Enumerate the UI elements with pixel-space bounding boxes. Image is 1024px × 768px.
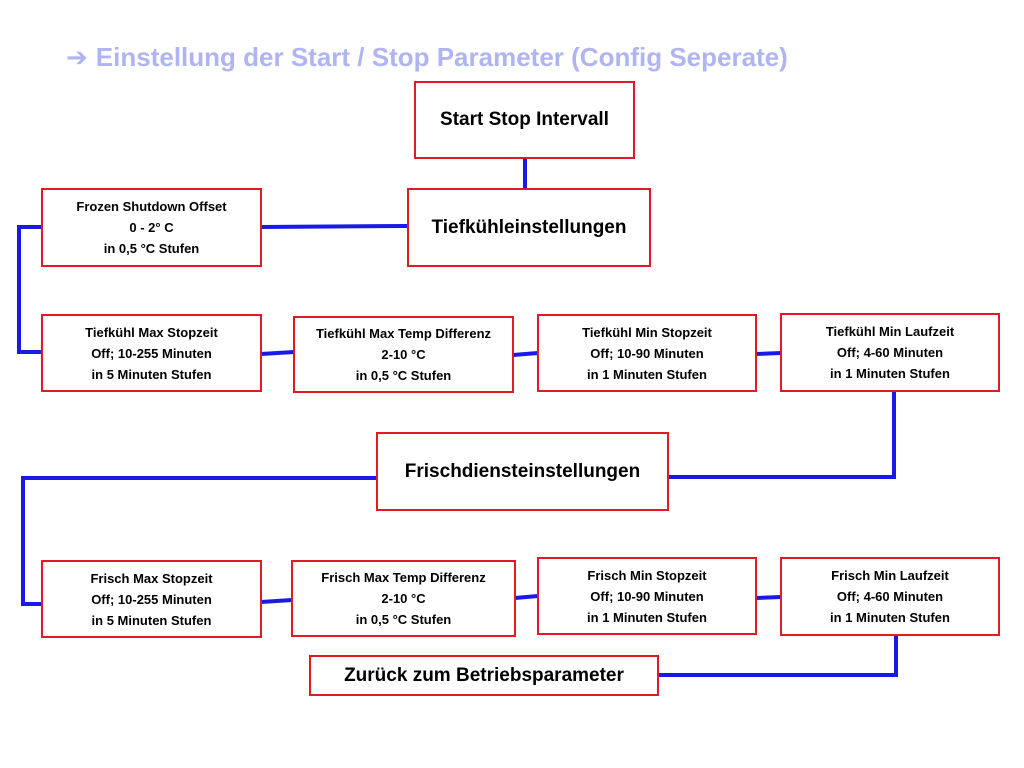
tk-min-stopzeit-box[interactable]: Tiefkühl Min Stopzeit Off; 10-90 Minuten… — [537, 314, 757, 392]
connector-tk-temp-to-tk-min-stop — [512, 351, 539, 357]
fr-min-stopzeit-line-1: Frisch Min Stopzeit — [587, 567, 707, 583]
fr-min-stopzeit-line-3: in 1 Minuten Stufen — [587, 609, 707, 625]
frozen-offset-line-2: 0 - 2° C — [129, 220, 174, 235]
frozen-offset-line-3: in 0,5 °C Stufen — [103, 241, 200, 256]
fr-min-laufzeit-line-1: Frisch Min Laufzeit — [831, 568, 949, 583]
connector-fr-temp-to-fr-min-stop — [514, 594, 539, 600]
connector-offset-to-tiefkuehl — [260, 224, 409, 229]
start-stop-intervall-label: Start Stop Intervall — [440, 109, 609, 130]
connector-fr-laufzeit-to-zurueck — [658, 635, 898, 677]
arrow-right-icon: ➔ — [66, 42, 88, 72]
frischdiensteinstellungen-box[interactable]: Frischdiensteinstellungen — [376, 432, 669, 511]
tk-min-stopzeit-line-2: Off; 10-90 Minuten — [590, 345, 704, 361]
tk-max-stopzeit-line-3: in 5 Minuten Stufen — [91, 366, 212, 382]
tk-min-stopzeit-line-1: Tiefkühl Min Stopzeit — [582, 324, 712, 340]
start-stop-intervall-box[interactable]: Start Stop Intervall — [414, 81, 635, 159]
page-title: ➔Einstellung der Start / Stop Parameter … — [66, 40, 788, 74]
tk-max-temp-differenz-box[interactable]: Tiefkühl Max Temp Differenz 2-10 °C in 0… — [293, 316, 514, 393]
fr-min-laufzeit-line-2: Off; 4-60 Minuten — [836, 589, 944, 604]
tiefkuehleinstellungen-label: Tiefkühleinstellungen — [431, 216, 627, 238]
connector-offset-to-tk-max-stopzeit — [17, 225, 41, 354]
fr-max-temp-differenz-box[interactable]: Frisch Max Temp Differenz 2-10 °C in 0,5… — [291, 560, 516, 637]
fr-max-stopzeit-line-3: in 5 Minuten Stufen — [91, 612, 212, 628]
connector-tk-stopzeit-to-tk-temp — [260, 350, 295, 356]
fr-max-temp-line-1: Frisch Max Temp Differenz — [321, 570, 486, 585]
tk-min-laufzeit-line-1: Tiefkühl Min Laufzeit — [825, 324, 955, 339]
tk-max-stopzeit-line-1: Tiefkühl Max Stopzeit — [85, 324, 218, 340]
fr-min-laufzeit-line-3: in 1 Minuten Stufen — [830, 610, 950, 625]
tk-min-stopzeit-line-3: in 1 Minuten Stufen — [587, 366, 707, 382]
fr-max-stopzeit-line-2: Off; 10-255 Minuten — [91, 591, 212, 607]
fr-max-stopzeit-line-1: Frisch Max Stopzeit — [90, 570, 213, 586]
connector-fr-stopzeit-to-fr-temp — [260, 598, 293, 604]
tk-max-stopzeit-line-2: Off; 10-255 Minuten — [91, 345, 212, 361]
tk-max-temp-line-2: 2-10 °C — [381, 347, 426, 362]
fr-min-stopzeit-box[interactable]: Frisch Min Stopzeit Off; 10-90 Minuten i… — [537, 557, 757, 635]
connector-frischdienst-to-fr-max-stopzeit — [21, 476, 377, 606]
frozen-offset-line-1: Frozen Shutdown Offset — [76, 199, 227, 214]
connector-tk-min-stop-to-tk-laufzeit — [755, 351, 782, 356]
tk-max-stopzeit-box[interactable]: Tiefkühl Max Stopzeit Off; 10-255 Minute… — [41, 314, 262, 392]
tk-max-temp-line-1: Tiefkühl Max Temp Differenz — [315, 326, 492, 341]
fr-min-stopzeit-line-2: Off; 10-90 Minuten — [590, 588, 704, 604]
fr-max-stopzeit-box[interactable]: Frisch Max Stopzeit Off; 10-255 Minuten … — [41, 560, 262, 638]
frischdiensteinstellungen-label: Frischdiensteinstellungen — [404, 460, 641, 482]
zurueck-label: Zurück zum Betriebsparameter — [344, 664, 624, 686]
page-title-text: Einstellung der Start / Stop Parameter (… — [95, 42, 788, 72]
tk-min-laufzeit-line-3: in 1 Minuten Stufen — [830, 366, 950, 381]
zurueck-button[interactable]: Zurück zum Betriebsparameter — [309, 655, 659, 696]
connector-tk-laufzeit-to-frischdienst — [668, 391, 896, 479]
tk-max-temp-line-3: in 0,5 °C Stufen — [355, 368, 452, 383]
tk-min-laufzeit-line-2: Off; 4-60 Minuten — [836, 345, 944, 360]
fr-max-temp-line-2: 2-10 °C — [381, 591, 426, 606]
tk-min-laufzeit-box[interactable]: Tiefkühl Min Laufzeit Off; 4-60 Minuten … — [780, 313, 1000, 392]
tiefkuehleinstellungen-box[interactable]: Tiefkühleinstellungen — [407, 188, 651, 267]
frozen-shutdown-offset-box[interactable]: Frozen Shutdown Offset 0 - 2° C in 0,5 °… — [41, 188, 262, 267]
fr-max-temp-line-3: in 0,5 °C Stufen — [355, 612, 452, 627]
connector-fr-min-stop-to-fr-laufzeit — [755, 595, 782, 600]
fr-min-laufzeit-box[interactable]: Frisch Min Laufzeit Off; 4-60 Minuten in… — [780, 557, 1000, 636]
